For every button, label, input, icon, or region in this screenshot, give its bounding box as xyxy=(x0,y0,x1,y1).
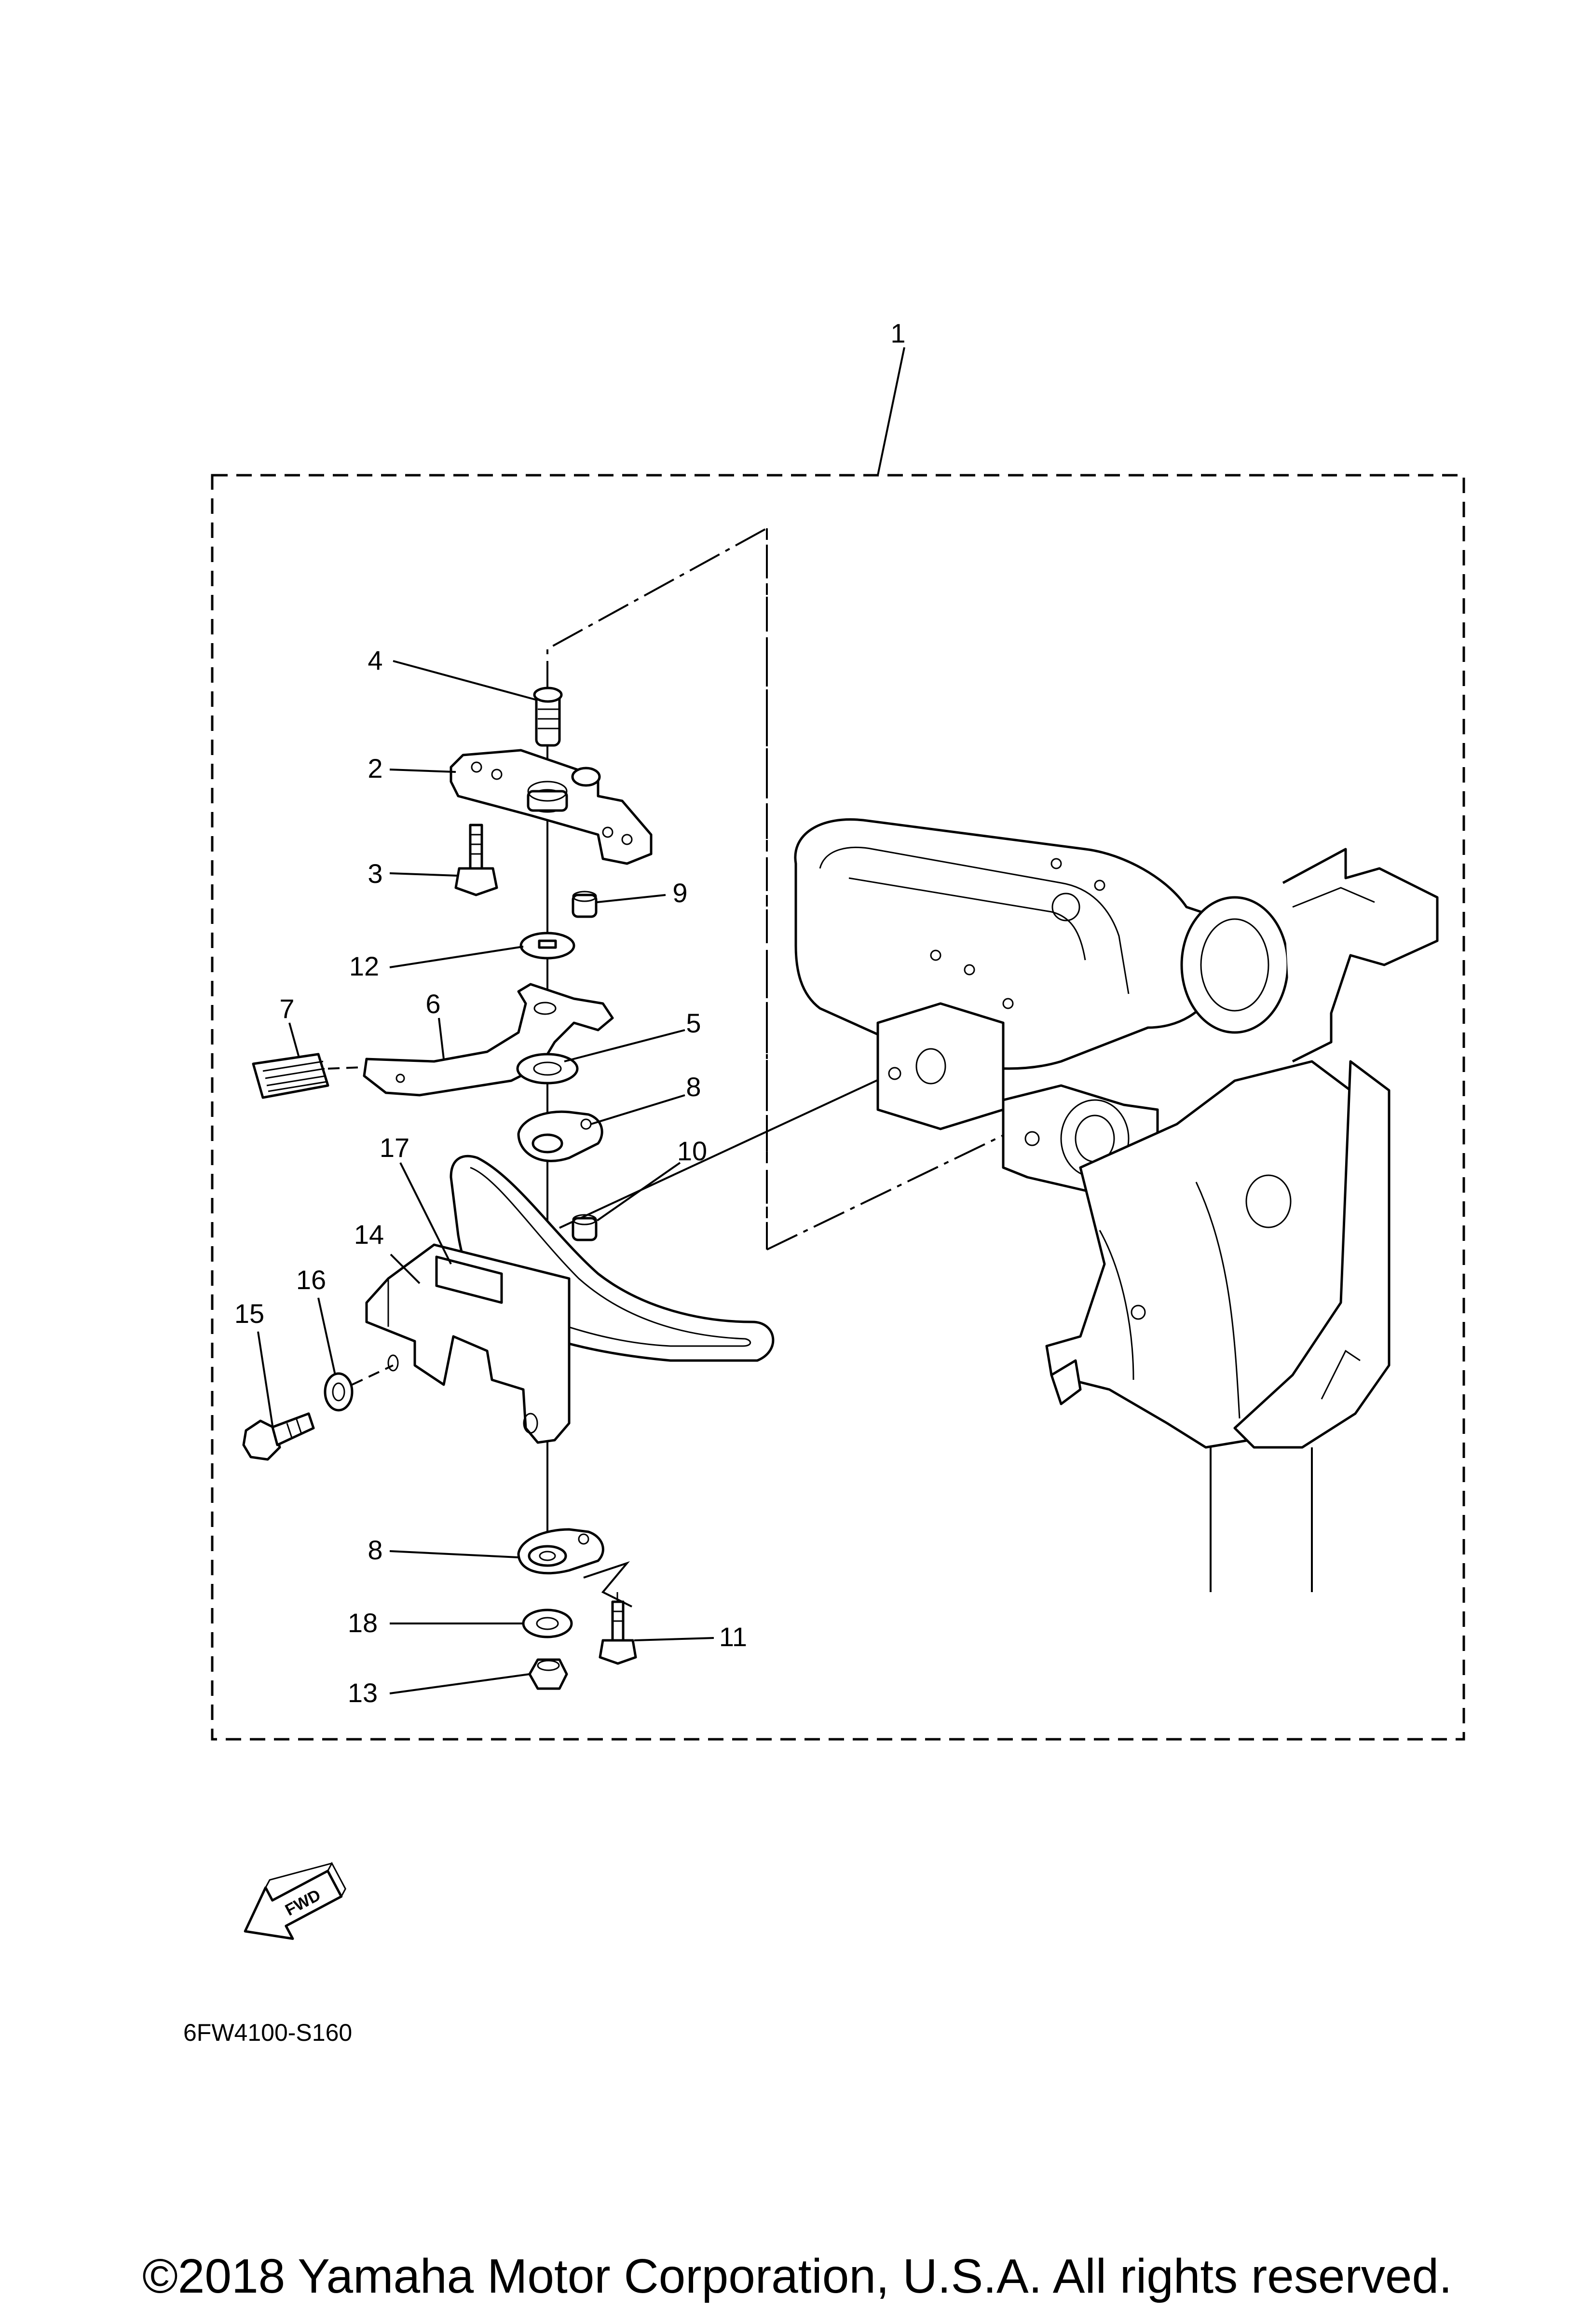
label-part-8-lower: 8 xyxy=(368,1535,382,1565)
axis-chain-top xyxy=(546,526,768,1250)
label-part-17: 17 xyxy=(380,1132,409,1163)
part-18-washer xyxy=(522,1609,573,1638)
label-part-1: 1 xyxy=(890,318,905,348)
part-10-collar xyxy=(572,1214,598,1241)
axis-line-to-mount xyxy=(559,1070,898,1229)
part-13-nut xyxy=(528,1658,568,1690)
part-8-bushing-upper xyxy=(517,1110,603,1162)
label-part-14: 14 xyxy=(354,1219,384,1250)
fwd-arrow-icon: FWD xyxy=(244,1861,346,1940)
part-2-plate xyxy=(450,749,653,865)
label-part-11: 11 xyxy=(719,1622,747,1652)
part-12-washer xyxy=(519,932,575,960)
part-15-bolt xyxy=(242,1364,394,1461)
part-9-collar xyxy=(572,891,598,918)
swivel-bracket-assembly xyxy=(794,818,1439,1592)
label-part-4: 4 xyxy=(368,645,382,675)
label-part-9: 9 xyxy=(672,878,687,908)
copyright-notice: ©2018 Yamaha Motor Corporation, U.S.A. A… xyxy=(142,2249,1452,2303)
label-part-12: 12 xyxy=(349,951,379,981)
label-part-13: 13 xyxy=(348,1678,378,1708)
part-7-grip xyxy=(252,1053,365,1099)
part-8-bushing-lower xyxy=(517,1528,604,1575)
part-16-washer xyxy=(324,1372,354,1412)
leader-1 xyxy=(877,347,905,476)
label-part-6: 6 xyxy=(425,989,440,1019)
label-part-3: 3 xyxy=(368,858,382,889)
part-11-bolt xyxy=(599,1600,637,1665)
axis-zigzag xyxy=(583,1561,632,1608)
part-14-bracket xyxy=(365,1243,571,1444)
label-part-8-upper: 8 xyxy=(686,1072,701,1102)
part-6-lever xyxy=(363,983,614,1097)
leader-lines xyxy=(257,660,714,1694)
part-4-pin xyxy=(533,687,563,747)
label-part-15: 15 xyxy=(234,1298,264,1329)
assembly-boundary-box xyxy=(211,474,1465,1741)
label-part-2: 2 xyxy=(368,753,382,784)
diagram-code: 6FW4100-S160 xyxy=(183,2019,352,2046)
label-part-18: 18 xyxy=(348,1608,378,1638)
label-part-10: 10 xyxy=(677,1136,707,1166)
label-part-5: 5 xyxy=(686,1008,701,1038)
label-part-7: 7 xyxy=(279,993,294,1024)
part-5-washer xyxy=(516,1053,579,1085)
part-3-bolt xyxy=(454,824,498,896)
label-part-16: 16 xyxy=(296,1265,326,1295)
